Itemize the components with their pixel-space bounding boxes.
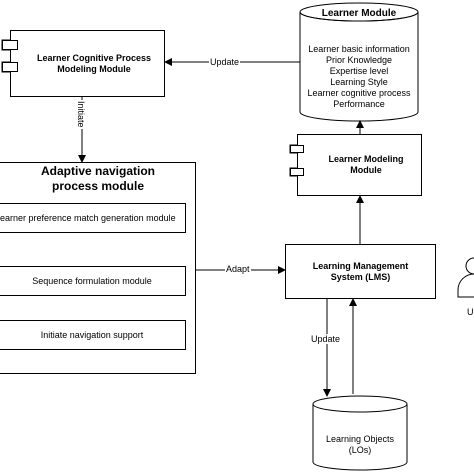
learner-module-database [299,2,419,122]
edge-label-adapt: Adapt [225,264,251,274]
initiate-navigation-module-label: Initiate navigation support [40,329,144,340]
sequence-formulation-module-label: Sequence formulation module [32,275,152,286]
sequence-formulation-module [0,266,186,296]
initiate-navigation-module [0,320,186,350]
component-tab-icon [2,40,18,50]
learner-attribute: Prior Knowledge [325,55,393,65]
learner-attribute: Learner basic information [308,44,410,54]
user-label: U [467,307,474,317]
preference-match-module-label: earner preference match generation modul… [0,212,176,223]
edge-label-update-los: Update [310,334,342,344]
learner-attribute: Expertise level [329,66,389,76]
learner-module-title: Learner Module [321,7,397,19]
lms-title: Learning Management System (LMS) [312,260,409,282]
learning-objects-title: Learning Objects (LOs) [325,434,395,455]
learner-attribute: Learner cognitive process [307,88,411,98]
learner-attribute: Performance [333,99,385,109]
cognitive-process-module-title: Learner Cognitive Process Modeling Modul… [36,52,152,74]
component-tab-icon [290,145,304,153]
learner-modeling-module [297,134,422,196]
learner-attribute: Learning Style [330,77,388,87]
component-tab-icon [290,168,304,176]
edge-label-update: Update [209,57,241,67]
learner-module-attributes: Learner basic information Prior Knowledg… [300,44,418,110]
adaptive-navigation-title: Adaptive navigation process module [40,164,156,193]
learner-modeling-module-title: Learner Modeling Module [328,154,404,175]
edge-label-initiate: Initiate [76,100,86,129]
user-icon [457,257,474,298]
learning-objects-database [312,395,408,471]
component-tab-icon [2,62,18,72]
preference-match-module [0,203,186,233]
lms-box [285,244,436,299]
